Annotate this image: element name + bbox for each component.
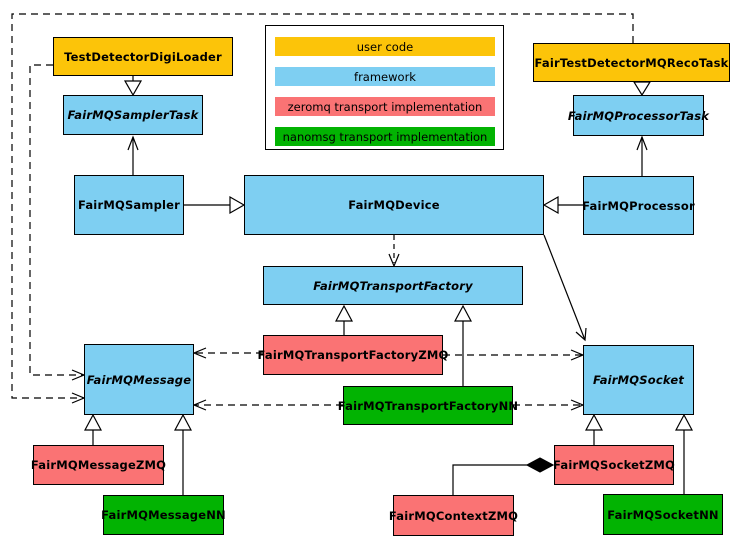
edge-dependency-device-transportfactory bbox=[388, 235, 400, 268]
edge-inheritance-processor-device bbox=[542, 195, 583, 215]
legend-item-nanomsg: nanomsg transport implementation bbox=[275, 127, 495, 146]
edge-inheritance-transportfactoryzmq-transportfactory bbox=[335, 304, 353, 335]
node-fairmq-message-zmq: FairMQMessageZMQ bbox=[31, 445, 166, 485]
edge-inheritance-digiloader-samplertask bbox=[123, 76, 143, 97]
node-fairmq-device: FairMQDevice bbox=[244, 175, 544, 235]
edge-inheritance-recotask-processortask bbox=[632, 81, 652, 97]
edge-association-sampler-samplertask bbox=[127, 135, 139, 175]
node-fairmq-context-zmq: FairMQContextZMQ bbox=[389, 495, 518, 536]
edge-dependency-transportfactoryzmq-socket bbox=[443, 349, 585, 361]
node-fairmq-sampler-task: FairMQSamplerTask bbox=[63, 95, 203, 135]
edge-inheritance-messagenn-message bbox=[174, 413, 192, 495]
node-fairmq-socket: FairMQSocket bbox=[583, 345, 694, 415]
node-fairmq-socket-nn: FairMQSocketNN bbox=[603, 494, 723, 535]
node-fairmq-transport-factory-zmq: FairMQTransportFactoryZMQ bbox=[258, 335, 448, 375]
node-fairmq-message: FairMQMessage bbox=[84, 344, 194, 415]
node-fairmq-sampler: FairMQSampler bbox=[74, 175, 184, 235]
legend: user code framework zeromq transport imp… bbox=[265, 25, 504, 150]
node-fairmq-transport-factory: FairMQTransportFactory bbox=[263, 266, 523, 305]
edge-inheritance-messagezmq-message bbox=[84, 413, 102, 445]
node-fairmq-transport-factory-nn: FairMQTransportFactoryNN bbox=[338, 386, 518, 425]
node-fairmq-socket-zmq: FairMQSocketZMQ bbox=[553, 445, 675, 485]
edge-inheritance-transportfactorynn-transportfactory bbox=[454, 304, 472, 386]
legend-item-framework: framework bbox=[275, 67, 495, 86]
edge-association-processor-processortask bbox=[636, 135, 648, 176]
edge-inheritance-sampler-device bbox=[184, 195, 246, 215]
node-fairmq-message-nn: FairMQMessageNN bbox=[101, 495, 226, 535]
node-fairmq-processor: FairMQProcessor bbox=[582, 176, 695, 235]
node-fair-test-detector-mq-reco-task: FairTestDetectorMQRecoTask bbox=[533, 43, 730, 82]
edge-association-device-socket bbox=[543, 234, 587, 342]
edge-composition-socketzmq-contextzmq bbox=[452, 457, 555, 495]
node-test-detector-digi-loader: TestDetectorDigiLoader bbox=[53, 37, 233, 76]
edge-inheritance-socketnn-socket bbox=[675, 413, 693, 494]
edge-dependency-transportfactoryzmq-message bbox=[192, 347, 263, 359]
edge-dependency-transportfactorynn-message bbox=[192, 399, 343, 411]
edge-dependency-transportfactorynn-socket bbox=[513, 399, 585, 411]
node-fairmq-processor-task: FairMQProcessorTask bbox=[568, 95, 709, 136]
legend-item-user-code: user code bbox=[275, 37, 495, 56]
edge-inheritance-socketzmq-socket bbox=[585, 413, 603, 445]
legend-item-zeromq: zeromq transport implementation bbox=[275, 97, 495, 116]
